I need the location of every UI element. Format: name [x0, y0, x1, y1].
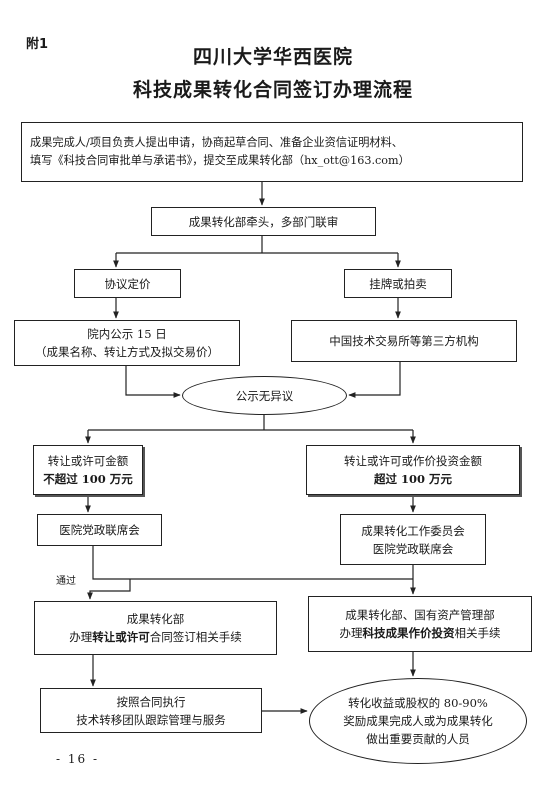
branch-negotiated-pricing: 协议定价: [74, 269, 181, 298]
condition-under-1m-line1: 转让或许可金额: [47, 454, 129, 468]
meeting-committee-right: 成果转化工作委员会 医院党政联席会: [340, 514, 486, 565]
meeting-party-admin-left-label: 医院党政联席会: [59, 523, 140, 537]
step-reward-line2: 奖励成果完成人或为成果转化: [343, 714, 493, 728]
condition-under-1m-line2: 不超过 100 万元: [43, 472, 133, 486]
condition-over-1m-line2: 超过 100 万元: [373, 472, 452, 486]
step-apply-line2: 填写《科技合同审批单与承诺书》，提交至成果转化部（hx_ott@163.com）: [30, 154, 410, 167]
step-internal-publicity-line2: （成果名称、转让方式及拟交易价）: [35, 345, 219, 359]
step-joint-review: 成果转化部牵头，多部门联审: [151, 207, 376, 236]
handle-transfer-license: 成果转化部 办理转让或许可合同签订相关手续: [34, 601, 277, 655]
step-apply-line1: 成果完成人/项目负责人提出申请，协商起草合同、准备企业资信证明材料、: [30, 136, 403, 149]
handle-transfer-license-line2: 办理转让或许可合同签订相关手续: [69, 630, 242, 644]
step-internal-publicity: 院内公示 15 日 （成果名称、转让方式及拟交易价）: [14, 320, 240, 366]
branch-negotiated-pricing-label: 协议定价: [104, 276, 151, 291]
page-title-line1: 四川大学华西医院: [192, 46, 353, 68]
handle-equity-investment-line1: 成果转化部、国有资产管理部: [345, 608, 495, 622]
handle-transfer-license-line1: 成果转化部: [126, 612, 185, 626]
step-execute-contract-line2: 技术转移团队跟踪管理与服务: [76, 712, 226, 727]
step-third-party-label: 中国技术交易所等第三方机构: [329, 334, 479, 348]
meeting-committee-right-line1: 成果转化工作委员会: [361, 523, 465, 538]
step-apply: 成果完成人/项目负责人提出申请，协商起草合同、准备企业资信证明材料、 填写《科技…: [21, 122, 523, 182]
condition-over-1m: 转让或许可或作价投资金额 超过 100 万元: [306, 445, 520, 495]
branch-listing-auction: 挂牌或拍卖: [344, 269, 452, 298]
step-execute-contract: 按照合同执行 技术转移团队跟踪管理与服务: [40, 688, 262, 733]
step-execute-contract-line1: 按照合同执行: [116, 694, 186, 709]
step-reward-line1: 转化收益或股权的 80-90%: [348, 696, 488, 710]
step-no-objection-label: 公示无异议: [235, 388, 294, 403]
handle-equity-investment-line2: 办理科技成果作价投资相关手续: [339, 626, 501, 640]
step-joint-review-label: 成果转化部牵头，多部门联审: [188, 214, 339, 229]
condition-under-1m: 转让或许可金额 不超过 100 万元: [33, 445, 143, 495]
meeting-committee-right-line2: 医院党政联席会: [372, 541, 454, 556]
page-title-line2: 科技成果转化合同签订办理流程: [132, 79, 413, 101]
step-no-objection: 公示无异议: [182, 376, 347, 415]
page-number: - 16 -: [56, 752, 100, 766]
step-third-party: 中国技术交易所等第三方机构: [291, 320, 517, 362]
step-reward-line3: 做出重要贡献的人员: [366, 732, 470, 746]
appendix-label: 附1: [26, 37, 49, 52]
pass-label: 通过: [56, 576, 76, 587]
meeting-party-admin-left: 医院党政联席会: [37, 514, 162, 546]
step-reward: 转化收益或股权的 80-90% 奖励成果完成人或为成果转化 做出重要贡献的人员: [309, 678, 527, 764]
step-internal-publicity-line1: 院内公示 15 日: [87, 327, 167, 341]
handle-equity-investment: 成果转化部、国有资产管理部 办理科技成果作价投资相关手续: [308, 596, 532, 652]
condition-over-1m-line1: 转让或许可或作价投资金额: [344, 454, 482, 468]
branch-listing-auction-label: 挂牌或拍卖: [369, 276, 427, 291]
